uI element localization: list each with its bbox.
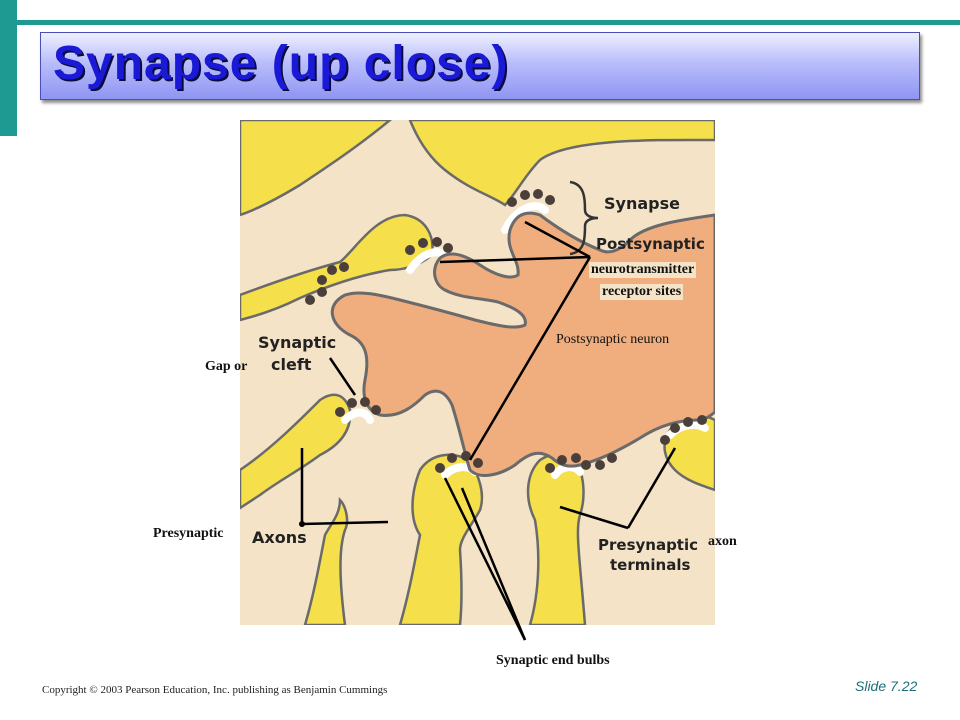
- receptor-sites: [305, 189, 707, 473]
- postsynaptic-neuron-label: Postsynaptic neuron: [554, 332, 672, 348]
- neurotransmitter-label: neurotransmitter: [589, 262, 697, 278]
- slide-title: Synapse (up close): [53, 37, 509, 90]
- postsynaptic-image-label: Postsynaptic: [596, 235, 705, 253]
- synapse-brace: [569, 180, 599, 256]
- accent-line: [17, 20, 960, 25]
- synapse-diagram: [240, 120, 715, 625]
- postsynaptic-neuron-shape: [330, 211, 715, 477]
- axon-label: axon: [708, 534, 737, 549]
- presynaptic-terminals-label-2: terminals: [610, 556, 691, 574]
- cleft-image-label: cleft: [271, 355, 312, 374]
- presynaptic-terminals-label-1: Presynaptic: [598, 536, 699, 554]
- axons-image-label: Axons: [252, 528, 307, 547]
- synaptic-image-label: Synaptic: [258, 333, 337, 352]
- accent-bar: [0, 0, 17, 136]
- title-box: Synapse (up close): [40, 32, 920, 100]
- copyright-text: Copyright © 2003 Pearson Education, Inc.…: [42, 684, 388, 696]
- presynaptic-label: Presynaptic: [153, 526, 224, 541]
- synaptic-end-bulbs-label: Synaptic end bulbs: [496, 653, 610, 668]
- slide-number: Slide 7.22: [855, 678, 918, 694]
- receptor-sites-label: receptor sites: [600, 284, 684, 300]
- synapse-label: Synapse: [604, 194, 680, 213]
- gap-or-label: Gap or: [205, 359, 248, 374]
